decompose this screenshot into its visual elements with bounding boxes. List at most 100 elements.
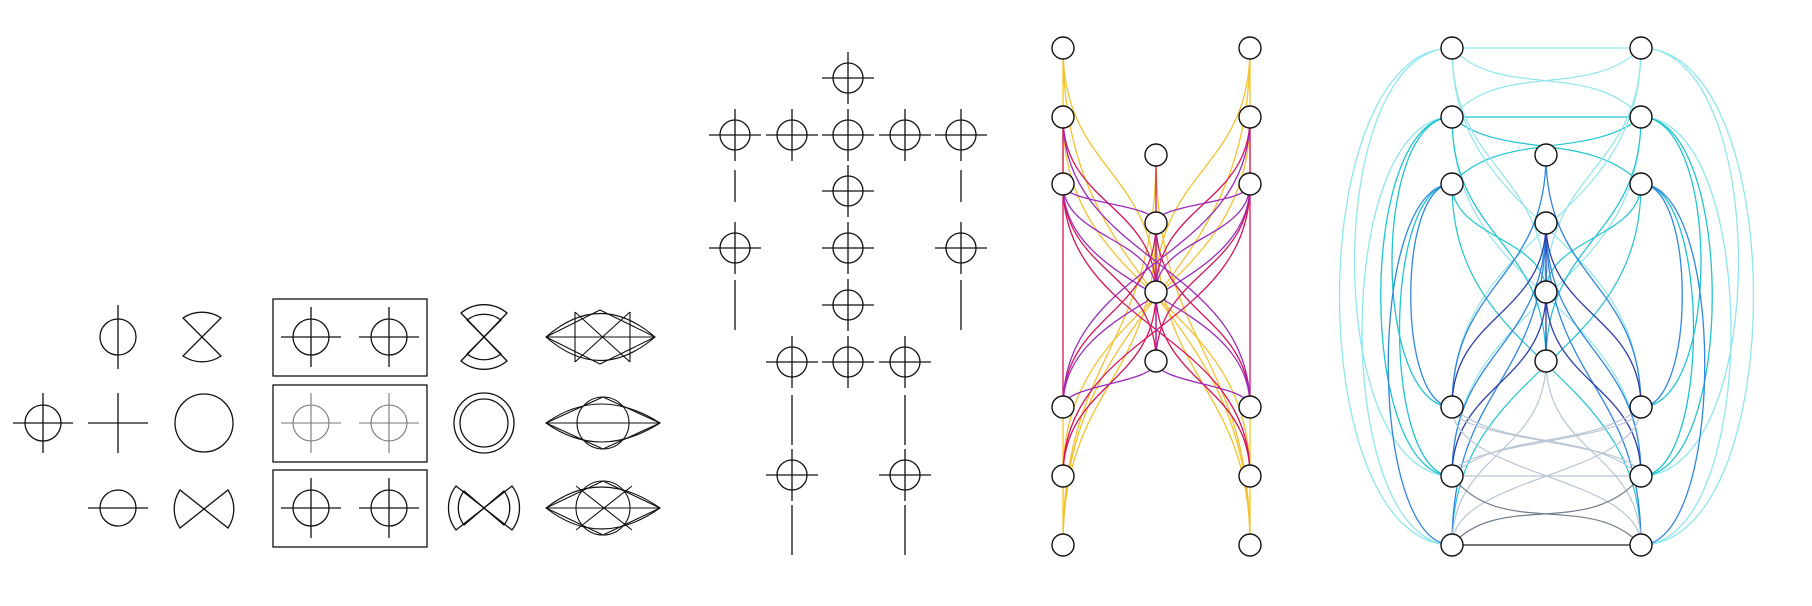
warm-graph-edge — [1062, 183, 1157, 224]
warm-graph-edge — [1155, 47, 1251, 293]
warm-graph-node — [1238, 533, 1262, 557]
cool-graph-edge — [1640, 116, 1713, 477]
warm-graph-edge — [1062, 222, 1157, 408]
warm-graph-node — [1238, 395, 1262, 419]
cool-graph-node — [1534, 280, 1558, 304]
cool-graph-node — [1440, 105, 1464, 129]
warm-graph-node — [1051, 395, 1075, 419]
cool-graph-edge — [1640, 116, 1732, 546]
lattice-node — [822, 109, 874, 161]
cool-graph-node — [1440, 533, 1464, 557]
cool-graph-edge — [1545, 116, 1642, 362]
cool-graph-edge — [1640, 183, 1695, 477]
warm-graph-node — [1238, 36, 1262, 60]
paired-node-box-top — [272, 298, 428, 377]
cool-graph-node — [1629, 464, 1653, 488]
warm-graph-node — [1051, 36, 1075, 60]
lattice-node — [822, 279, 874, 331]
cool-graph-nodes — [1440, 36, 1653, 557]
cross-glyph — [88, 393, 148, 453]
cool-graph-edge — [1451, 154, 1547, 408]
warm-graph-node — [1238, 464, 1262, 488]
cool-graph-node — [1440, 172, 1464, 196]
cool-graph-edge — [1451, 475, 1642, 546]
hourglass-sector-glyph — [181, 311, 223, 363]
paired-node-box-bottom — [272, 469, 428, 548]
warm-graph-edge — [1155, 154, 1251, 546]
lattice-node — [766, 449, 818, 501]
cool-graph-edge — [1451, 47, 1547, 293]
cool-graph-edge — [1545, 154, 1642, 408]
cool-graph-node — [1534, 211, 1558, 235]
lattice-node — [822, 165, 874, 217]
crossed-node-glyph-large — [13, 393, 73, 453]
cool-graph-edge — [1545, 360, 1642, 546]
warm-graph-edge — [1062, 154, 1157, 546]
warm-graph-node — [1238, 105, 1262, 129]
cool-graph-edge — [1451, 222, 1547, 408]
lattice-node — [709, 222, 761, 274]
warm-graph-node — [1144, 349, 1168, 373]
cool-graph-edge — [1640, 116, 1702, 408]
lattice-node — [822, 52, 874, 104]
lattice-node — [822, 222, 874, 274]
cool-graph-edge — [1451, 47, 1642, 118]
cool-graph-panel — [1338, 36, 1755, 557]
lattice-node — [935, 222, 987, 274]
crossed-node-glyph — [99, 305, 137, 369]
cool-graph-edge — [1640, 47, 1740, 477]
cool-graph-edge — [1640, 47, 1755, 546]
warm-graph-node — [1238, 172, 1262, 196]
cool-graph-edge — [1640, 183, 1683, 408]
cool-graph-edge — [1353, 47, 1453, 477]
warm-graph-edge — [1155, 183, 1251, 293]
cool-graph-edge — [1451, 222, 1547, 477]
lattice-node — [879, 336, 931, 388]
cool-graph-edge — [1451, 116, 1547, 362]
cool-graph-node — [1440, 395, 1464, 419]
cool-graph-edge — [1398, 183, 1453, 477]
lattice-node — [766, 336, 818, 388]
cool-graph-node — [1534, 143, 1558, 167]
cool-graph-node — [1629, 36, 1653, 60]
cool-graph-edge — [1545, 222, 1642, 477]
cool-graph-edge — [1387, 183, 1453, 546]
warm-graph-node — [1051, 105, 1075, 129]
cool-graph-edge — [1451, 406, 1642, 477]
lattice-node — [766, 109, 818, 161]
warm-graph-edge — [1062, 183, 1157, 362]
cool-graph-edge — [1380, 116, 1453, 477]
cool-graph-edge — [1545, 291, 1642, 477]
warm-graph-edge — [1155, 116, 1251, 293]
warm-graph-edge — [1062, 183, 1157, 293]
warm-graph-node — [1051, 464, 1075, 488]
nested-hourglass-glyph — [460, 304, 508, 370]
cool-graph-node — [1629, 172, 1653, 196]
paired-node-box-middle — [272, 384, 428, 463]
warm-graph-edge — [1155, 222, 1251, 408]
warm-graph-node — [1144, 280, 1168, 304]
lattice-node — [709, 109, 761, 161]
bowtie-sector-glyph — [173, 489, 235, 529]
warm-graph-nodes — [1051, 36, 1262, 557]
circle-glyph — [174, 393, 234, 453]
cool-graph-edge — [1391, 116, 1453, 408]
warm-graph-edge — [1062, 116, 1157, 293]
warm-graph-edge — [1062, 47, 1157, 293]
lens-glyph-top — [545, 309, 656, 365]
horizontal-node-glyph — [88, 489, 148, 527]
lattice-node — [879, 109, 931, 161]
lens-glyph-bottom — [545, 480, 661, 536]
warm-graph-panel — [1051, 36, 1262, 557]
cool-graph-edge — [1451, 406, 1642, 477]
cool-graph-edge — [1451, 291, 1547, 477]
double-circle-glyph — [453, 392, 515, 454]
lattice-node — [879, 449, 931, 501]
cool-graph-edge — [1545, 47, 1642, 293]
cool-graph-edge — [1640, 183, 1706, 546]
cool-graph-node — [1629, 395, 1653, 419]
cool-graph-node — [1440, 36, 1464, 60]
warm-graph-node — [1144, 211, 1168, 235]
lattice-node — [935, 109, 987, 161]
